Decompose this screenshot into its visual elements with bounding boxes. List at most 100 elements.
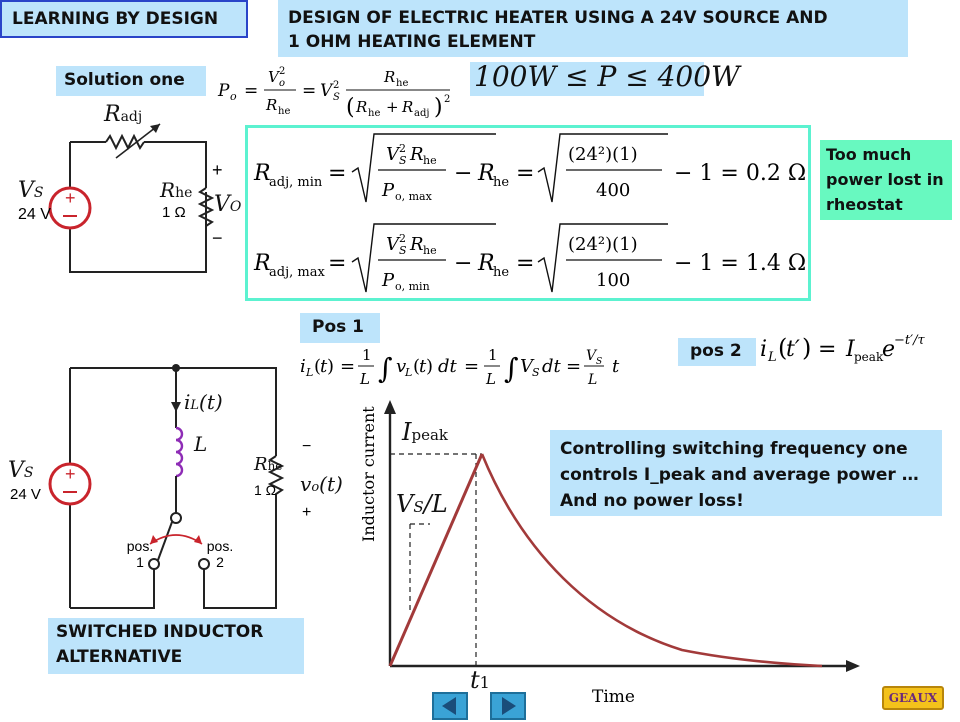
svg-text:he: he — [278, 106, 290, 117]
next-slide-button[interactable] — [490, 692, 526, 720]
svg-text:V: V — [520, 356, 535, 377]
radj-label: Radj — [104, 102, 143, 127]
svg-text:R: R — [477, 161, 495, 186]
radj-equations-frame — [245, 125, 811, 301]
svg-text:2: 2 — [279, 66, 285, 77]
svg-text:adj, max: adj, max — [269, 265, 325, 280]
svg-text:=: = — [328, 161, 346, 186]
svg-text:R: R — [401, 98, 413, 116]
il-equation: i L (t) = 1 L ∫ v L (t) dt = 1 L ∫ V S d… — [300, 346, 620, 388]
svg-text:he: he — [423, 154, 437, 167]
svg-text:I: I — [845, 337, 856, 362]
svg-text:V: V — [386, 234, 401, 255]
circuit-switched-inductor: + — [48, 364, 285, 609]
badge-text: LEARNING BY DESIGN — [12, 9, 219, 29]
svg-text:1: 1 — [488, 346, 498, 364]
title-line-1: DESIGN OF ELECTRIC HEATER USING A 24V SO… — [288, 8, 828, 28]
svg-text:=: = — [244, 81, 258, 101]
svg-text:L: L — [767, 350, 777, 365]
svg-text:): ) — [434, 95, 443, 120]
svg-text:): ) — [327, 356, 334, 377]
svg-text:he: he — [396, 78, 408, 89]
svg-text:L: L — [359, 370, 370, 388]
pos2-switch-label: pos.2 — [206, 538, 234, 570]
svg-text:S: S — [399, 244, 407, 257]
rhe-value: 1 Ω — [162, 204, 186, 221]
rhe-label: Rhe — [160, 178, 193, 202]
vo2-label: vo(t) — [300, 472, 343, 496]
power-range: 100W ≤ P ≤ 400W — [474, 60, 740, 93]
svg-text:1: 1 — [362, 346, 372, 364]
svg-text:S: S — [532, 366, 540, 379]
vo-label: VO — [214, 192, 242, 217]
svg-text:adj: adj — [414, 108, 429, 119]
svg-text:=: = — [328, 251, 346, 276]
ipeak-label: Ipeak — [402, 418, 448, 446]
vs-label: VS — [18, 178, 44, 203]
radj-max-numerator: (24²)(1) — [568, 234, 638, 255]
voltage-source-2-icon — [48, 462, 92, 506]
svg-text:=: = — [566, 356, 581, 377]
svg-text:(: ( — [778, 334, 787, 362]
pos2-label: pos 2 — [678, 338, 756, 366]
svg-text:o, max: o, max — [395, 190, 433, 203]
svg-text:t: t — [419, 356, 427, 377]
svg-text:=: = — [516, 251, 534, 276]
po-equation: P o = V 2 o R he = V 2 S R he ( R he + R… — [217, 66, 450, 120]
radj-min-result: − 1 = 0.2 Ω — [674, 161, 806, 186]
svg-text:∫: ∫ — [378, 352, 393, 385]
rhe2-value: 1 Ω — [254, 482, 277, 498]
radj-max-denominator: 100 — [596, 270, 630, 291]
too-much-power-note: Too much power lost in rheostat — [820, 140, 952, 220]
svg-text:S: S — [596, 357, 602, 367]
svg-text:R: R — [355, 98, 367, 116]
svg-text:S: S — [399, 154, 407, 167]
svg-text:L: L — [485, 370, 496, 388]
svg-text:(: ( — [413, 356, 420, 377]
il-label: iL(t) — [184, 390, 223, 414]
svg-text:v: v — [396, 356, 406, 377]
svg-text:t: t — [320, 356, 328, 377]
vs2-value: 24 V — [10, 486, 41, 503]
svg-text:−: − — [454, 251, 472, 276]
circuit-solution-one: + — [48, 123, 215, 273]
svg-text:L: L — [404, 366, 412, 379]
svg-text:he: he — [493, 265, 509, 280]
controlling-note: Controlling switching frequency one cont… — [550, 430, 942, 516]
svg-text:adj, min: adj, min — [269, 175, 323, 190]
vo-plus: + — [212, 160, 223, 180]
svg-text:2: 2 — [399, 142, 406, 155]
svg-text:he: he — [368, 108, 380, 119]
svg-text:+: + — [65, 188, 76, 208]
svg-text:R: R — [253, 161, 271, 186]
svg-text:dt: dt — [542, 356, 562, 377]
svg-text:R: R — [265, 96, 277, 114]
svg-text:): ) — [802, 334, 811, 362]
prev-slide-button[interactable] — [432, 692, 468, 720]
geaux-button[interactable]: GEAUX — [882, 686, 944, 710]
vo2-minus: − — [302, 438, 312, 455]
svg-text:t: t — [612, 356, 620, 377]
svg-text:he: he — [493, 175, 509, 190]
vs2-label: VS — [8, 458, 34, 483]
svg-text:−: − — [454, 161, 472, 186]
title-line-2: 1 OHM HEATING ELEMENT — [288, 32, 536, 52]
radj-max-result: − 1 = 1.4 Ω — [674, 251, 806, 276]
svg-text:o, min: o, min — [395, 280, 430, 293]
svg-text:V: V — [320, 81, 334, 101]
svg-text:peak: peak — [854, 350, 884, 364]
learning-by-design-badge: LEARNING BY DESIGN — [0, 0, 248, 38]
svg-text:e: e — [882, 337, 895, 362]
svg-text:R: R — [409, 144, 424, 165]
solution-one-label: Solution one — [56, 66, 206, 96]
svg-text:V: V — [586, 348, 598, 364]
radj-min-numerator: (24²)(1) — [568, 144, 638, 165]
graph-xlabel: Time — [592, 687, 635, 707]
vo2-plus: + — [302, 504, 312, 521]
svg-text:=: = — [464, 356, 479, 377]
graph-ylabel: Inductor current — [359, 406, 378, 542]
svg-text:R: R — [477, 251, 495, 276]
svg-text:R: R — [383, 68, 395, 86]
t1-label: t1 — [470, 666, 490, 694]
vo-minus: − — [212, 228, 223, 248]
